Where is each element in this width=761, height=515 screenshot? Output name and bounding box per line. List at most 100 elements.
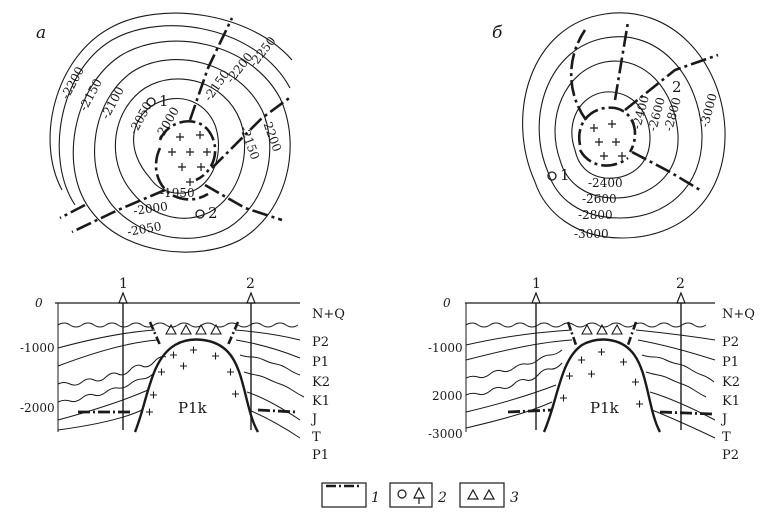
depth-tick: -3000 [428, 427, 463, 441]
salt-dome-crosses [590, 120, 626, 160]
stratum-line [248, 409, 301, 439]
legend-box-1 [321, 482, 367, 508]
contour-label: -2000 [132, 199, 168, 218]
contour-line [133, 97, 219, 194]
stratum-label: N+Q [722, 307, 755, 322]
fault-line [659, 410, 713, 416]
depth-tick: -1000 [428, 341, 463, 355]
fault-line [566, 321, 578, 346]
contour-line [114, 78, 246, 219]
unconformity-line [57, 322, 299, 328]
well-label-2: 2 [672, 78, 682, 96]
well-2-triangle [246, 291, 256, 304]
fault-line [188, 17, 234, 121]
stratum-line [465, 401, 553, 429]
stratum-label: P1 [722, 355, 739, 370]
stratum-line [641, 354, 715, 383]
stratum-label: K1 [312, 394, 330, 409]
stratum-line [465, 384, 557, 413]
stratum-line [57, 409, 143, 431]
stratum-line [465, 339, 573, 361]
well-1-triangle [118, 291, 128, 304]
stratum-label: N+Q [312, 307, 345, 322]
stratum-label: T [722, 430, 731, 445]
dome-label: P1k [590, 399, 620, 417]
legend-well-circle [397, 489, 407, 499]
well-marker-2 [195, 209, 205, 219]
fault-line [154, 147, 209, 201]
salt-dome-crosses [560, 348, 643, 408]
well-label-1: 1 [532, 276, 541, 292]
legend-labels: 1 2 3 [371, 490, 519, 506]
contour-label: -2400 [588, 176, 623, 190]
contour-line [94, 59, 271, 239]
fault-line [613, 21, 630, 101]
stratum-line [57, 372, 155, 403]
fault-line [626, 321, 638, 346]
fault-line [569, 29, 588, 121]
well-marker-1 [547, 171, 557, 181]
stratum-line [57, 389, 149, 421]
stratum-line [246, 391, 301, 421]
panel-b-letter: б [492, 23, 503, 43]
stratum-line [57, 329, 156, 349]
stratum-line [637, 339, 716, 361]
stratum-label: J [720, 412, 727, 427]
fault-line [59, 203, 86, 220]
well-1-triangle [531, 291, 541, 304]
contour-label: -3000 [697, 92, 719, 129]
fault-line [204, 183, 283, 222]
well-label-2: 2 [246, 276, 255, 292]
fault-line [624, 53, 719, 112]
stratum-label: P2 [722, 448, 739, 463]
stratum-label: P2 [722, 335, 739, 350]
contour-line [49, 12, 293, 191]
well-2-triangle [676, 291, 686, 304]
fault-line [578, 149, 629, 167]
fault-line [577, 106, 637, 153]
stratum-line [651, 409, 716, 439]
stratum-line [465, 349, 563, 379]
stratum-label: P1 [312, 355, 329, 370]
contour-line [72, 40, 291, 253]
panel-a-section [55, 291, 305, 439]
contour-label: -2200 [259, 116, 284, 153]
well-label-2: 2 [676, 276, 685, 292]
legend-box-2 [389, 482, 433, 508]
fault-line [631, 150, 701, 192]
stratum-line [465, 329, 573, 346]
contour-label: -2800 [578, 208, 613, 222]
contour-line [538, 36, 703, 219]
stratum-label: K1 [722, 394, 740, 409]
panel-b-section [465, 291, 716, 439]
well-label-1: 1 [119, 276, 128, 292]
salt-dome-outline [133, 338, 260, 433]
stratum-line [57, 339, 159, 367]
salt-dome-crosses [168, 131, 211, 186]
stratum-label: P2 [312, 335, 329, 350]
stratum-line [635, 329, 716, 341]
well-label-2: 2 [208, 204, 218, 222]
fault-line [71, 188, 166, 234]
unconformity-line [465, 322, 707, 328]
contour-line [571, 91, 651, 179]
stratum-line [235, 339, 301, 359]
depth-tick: 2000 [432, 389, 463, 403]
depth-tick: -1000 [20, 341, 55, 355]
contour-label: -2250 [246, 34, 278, 70]
legend-label-1: 1 [371, 490, 380, 506]
fault-line [507, 408, 553, 414]
contour-line [522, 12, 726, 239]
stratum-line [57, 356, 167, 386]
contour-label: -2050 [126, 99, 155, 136]
well-label-1: 1 [159, 92, 169, 110]
legend-well-triangle [413, 486, 425, 504]
stratum-label: T [312, 430, 321, 445]
panel-a-section-labels: 0 -1000 -2000 1 2 N+Q P2 P1 K2 K1 J T P1… [20, 276, 345, 463]
stratum-line [234, 329, 301, 341]
legend [321, 482, 505, 508]
stratum-label: K2 [312, 375, 330, 390]
depth-tick: 0 [443, 296, 451, 310]
contour-label: -2050 [126, 219, 162, 239]
